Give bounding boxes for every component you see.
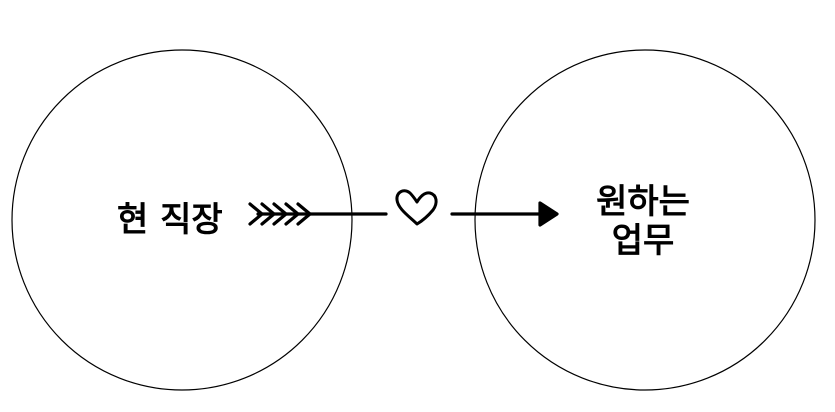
left-circle [11,49,353,391]
right-circle-label-line2: 업무 [612,221,675,261]
left-circle-label: 현 직장 [117,200,223,240]
right-circle [474,49,816,391]
arrowhead-icon [538,201,559,227]
heart-icon [395,189,438,226]
right-circle-label-line1: 원하는 [596,182,690,222]
